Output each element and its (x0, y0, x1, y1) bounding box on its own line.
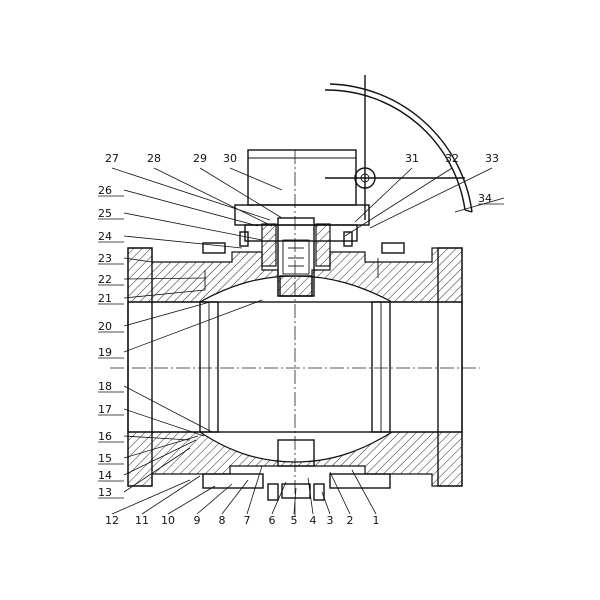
leader-line-c6 (271, 481, 287, 515)
callout-c7: 7 (244, 514, 251, 527)
body-lower (127, 431, 463, 487)
leader-line-c9 (196, 483, 233, 515)
callout-c16: 16 (98, 430, 112, 443)
callout-c5: 5 (291, 514, 298, 527)
callout-c28: 28 (147, 152, 161, 165)
leader-line-c3 (321, 491, 331, 515)
flange-left (127, 247, 153, 487)
leader-line-c26 (123, 189, 259, 227)
callout-c20: 20 (98, 320, 112, 333)
upper-bolts (202, 231, 405, 254)
callout-c15: 15 (98, 452, 112, 465)
callout-c6: 6 (269, 514, 276, 527)
callout-c30: 30 (223, 152, 237, 165)
callout-c10: 10 (161, 514, 175, 527)
body-upper (127, 247, 463, 303)
callout-c29: 29 (193, 152, 207, 165)
leader-line-c11 (141, 475, 201, 515)
handwheel (324, 75, 473, 220)
leader-line-c29 (199, 167, 283, 219)
leader-line-c16 (123, 435, 191, 441)
callout-c25: 25 (98, 207, 112, 220)
callout-c21: 21 (98, 292, 112, 305)
leader-line-c4 (307, 477, 314, 515)
leader-line-c31 (354, 167, 413, 223)
callout-c11: 11 (135, 514, 149, 527)
callout-c24: 24 (98, 230, 112, 243)
callout-c8: 8 (219, 514, 226, 527)
callout-c14: 14 (98, 469, 112, 482)
leader-line-c8 (221, 479, 249, 515)
leader-line-c17 (123, 408, 205, 437)
callout-c33: 33 (485, 152, 499, 165)
callout-c2: 2 (347, 514, 354, 527)
leader-line-c33 (369, 167, 493, 229)
callout-c17: 17 (98, 403, 112, 416)
leader-line-c25 (123, 212, 263, 241)
leader-line-c12 (111, 479, 191, 515)
leader-line-c5 (293, 487, 297, 515)
gearbox (234, 149, 370, 242)
callout-c34: 34 (478, 192, 492, 205)
leader-line-c22 (123, 277, 207, 280)
callout-c23: 23 (98, 252, 112, 265)
stem-packing-right (315, 223, 331, 267)
leader-line-c19 (123, 299, 263, 353)
callout-c3: 3 (327, 514, 334, 527)
leader-line-c24 (123, 235, 243, 249)
callout-c12: 12 (105, 514, 119, 527)
leader-line-c21 (123, 289, 206, 299)
leader-line-c20 (123, 301, 211, 327)
callout-c13: 13 (98, 486, 112, 499)
lower-trunnion (277, 439, 315, 467)
leader-line-c10 (167, 485, 216, 515)
leader-line-c30 (229, 167, 283, 191)
callout-c19: 19 (98, 346, 112, 359)
leader-line-c27 (111, 167, 271, 221)
callout-c31: 31 (405, 152, 419, 165)
leader-line-c13 (123, 447, 191, 493)
leader-line-c14 (123, 439, 197, 476)
callout-c27: 27 (105, 152, 119, 165)
leader-line-c32 (344, 167, 453, 237)
leader-line-c34 (454, 197, 505, 213)
callout-c18: 18 (98, 380, 112, 393)
flange-right (437, 247, 463, 487)
leader-line-c18 (123, 385, 213, 433)
stem-packing-left (261, 223, 277, 267)
callout-c9: 9 (194, 514, 201, 527)
leader-line-c28 (153, 167, 273, 227)
leader-line-c1 (351, 469, 377, 515)
callout-c22: 22 (98, 273, 112, 286)
leader-line-c7 (246, 465, 263, 515)
leader-line-c23 (123, 257, 153, 263)
callout-c26: 26 (98, 184, 112, 197)
callout-c32: 32 (445, 152, 459, 165)
leader-line-c2 (329, 471, 351, 515)
lower-bolts (202, 473, 391, 501)
callout-c4: 4 (310, 514, 317, 527)
callout-labels: 1234567891011121314151617181920212223242… (98, 152, 505, 527)
callout-c1: 1 (373, 514, 380, 527)
